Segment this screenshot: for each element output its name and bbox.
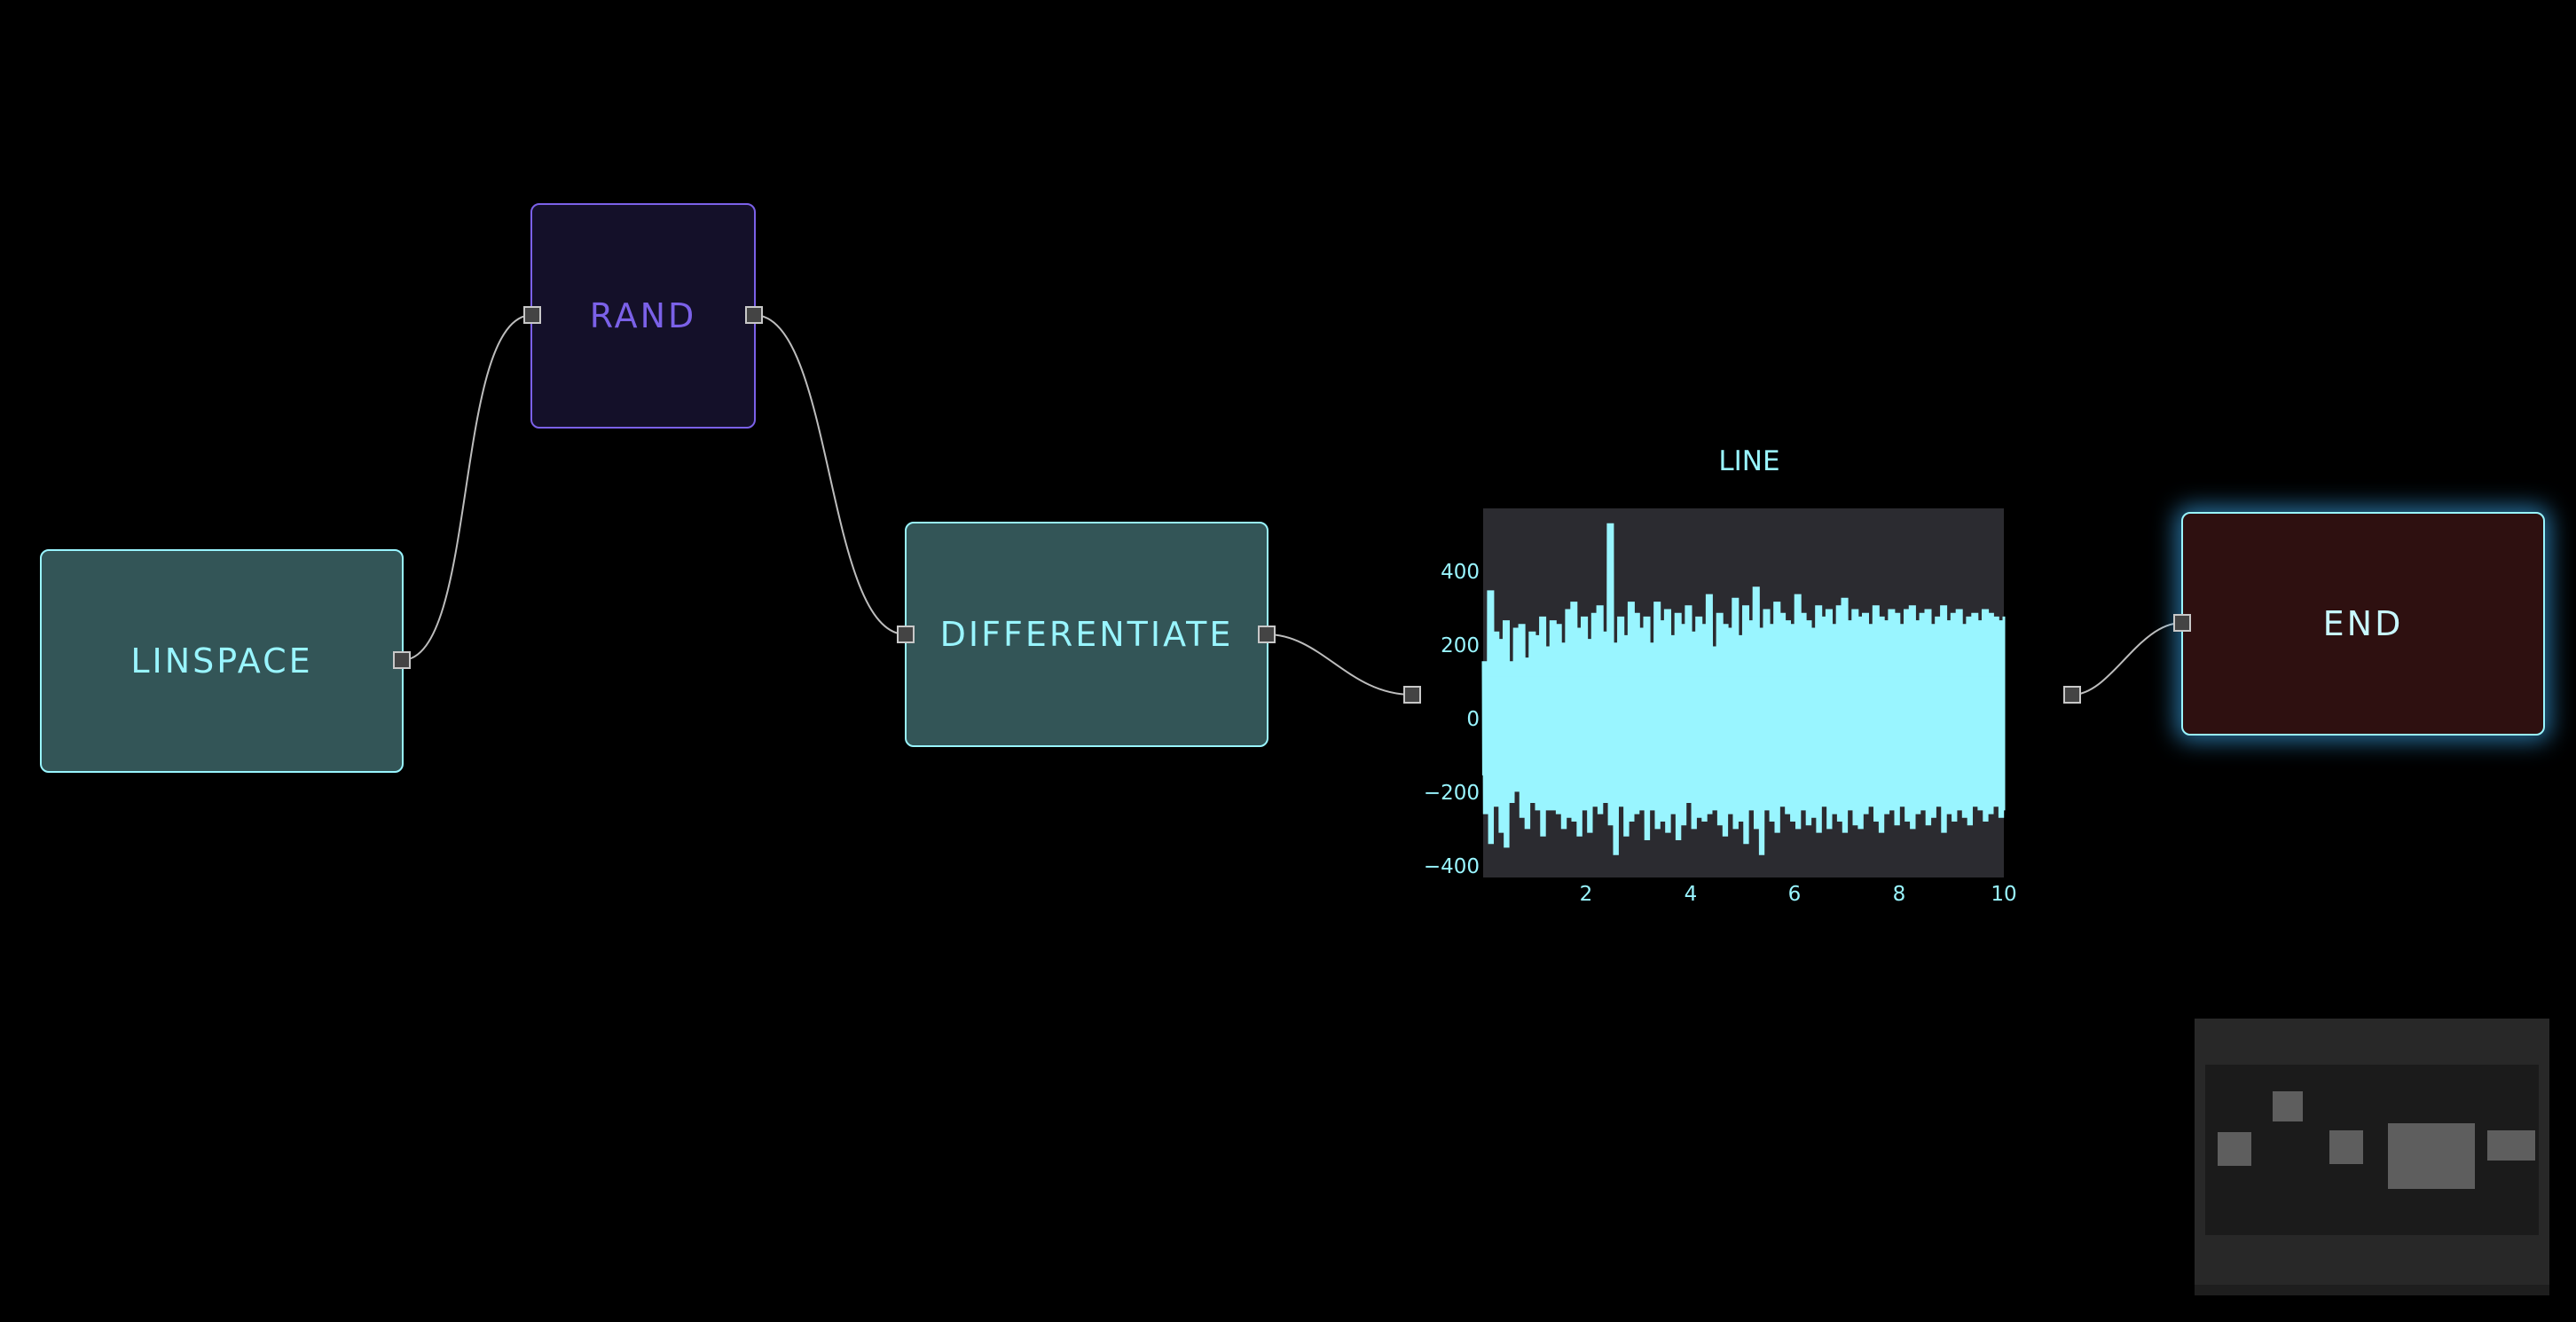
edge-rand-to-differentiate[interactable] bbox=[753, 314, 907, 635]
edge-line-to-end[interactable] bbox=[2071, 622, 2183, 696]
x-tick-label: 8 bbox=[1893, 883, 1906, 906]
node-rand[interactable]: RAND bbox=[530, 203, 756, 429]
series-dense-band bbox=[1483, 676, 2004, 759]
minimap-node-line bbox=[2388, 1123, 2475, 1189]
minimap-node-linspace bbox=[2218, 1132, 2251, 1166]
rand-output-port[interactable] bbox=[745, 306, 763, 324]
rand-input-port[interactable] bbox=[523, 306, 541, 324]
line-output-port[interactable] bbox=[2063, 686, 2081, 704]
node-differentiate[interactable]: DIFFERENTIATE bbox=[905, 522, 1268, 747]
minimap-footer bbox=[2195, 1285, 2549, 1295]
x-tick-label: 6 bbox=[1788, 883, 1802, 906]
edge-linspace-to-rand[interactable] bbox=[401, 314, 533, 661]
node-end-label: END bbox=[2322, 604, 2404, 643]
edge-differentiate-to-line[interactable] bbox=[1266, 633, 1413, 696]
minimap-node-rand bbox=[2273, 1091, 2303, 1121]
y-tick-label: 0 bbox=[1466, 708, 1480, 731]
x-tick-label: 4 bbox=[1685, 883, 1698, 906]
node-linspace[interactable]: LINSPACE bbox=[40, 549, 404, 773]
y-tick-label: −200 bbox=[1424, 782, 1480, 805]
node-differentiate-label: DIFFERENTIATE bbox=[939, 615, 1234, 654]
node-end[interactable]: END bbox=[2181, 512, 2545, 736]
node-linspace-label: LINSPACE bbox=[130, 641, 313, 681]
minimap[interactable] bbox=[2195, 1019, 2549, 1295]
x-tick-label: 2 bbox=[1580, 883, 1593, 906]
differentiate-input-port[interactable] bbox=[897, 626, 915, 643]
end-input-port[interactable] bbox=[2173, 614, 2191, 632]
x-tick-label: 10 bbox=[1991, 883, 2016, 906]
minimap-node-end bbox=[2487, 1130, 2535, 1161]
line-series bbox=[1481, 523, 2006, 855]
minimap-viewport[interactable] bbox=[2205, 1065, 2539, 1235]
y-tick-label: −400 bbox=[1424, 855, 1480, 878]
line-node-title: LINE bbox=[1718, 445, 1780, 477]
y-tick-label: 400 bbox=[1441, 561, 1480, 584]
node-rand-label: RAND bbox=[589, 296, 697, 335]
y-tick-label: 200 bbox=[1441, 634, 1480, 657]
line-chart[interactable]: 400 200 0 −200 −400 2 4 6 8 10 bbox=[1419, 497, 2022, 914]
linspace-output-port[interactable] bbox=[393, 651, 411, 669]
differentiate-output-port[interactable] bbox=[1258, 626, 1276, 643]
minimap-node-differentiate bbox=[2329, 1130, 2363, 1164]
line-input-port[interactable] bbox=[1403, 686, 1421, 704]
